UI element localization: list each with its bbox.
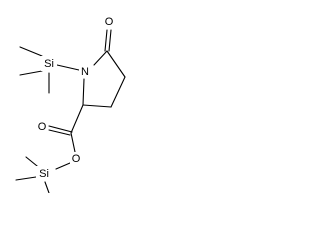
atom-bg-si-top: [41, 56, 57, 71]
bond-c3-to-c2: [82, 104, 112, 108]
atom-n-ring: N: [81, 66, 89, 78]
bond-carboxyl-to-ester-o: [70, 132, 76, 153]
atom-si-top: Si: [44, 58, 54, 70]
atom-o-ester: O: [72, 153, 81, 165]
atom-bg-si-bottom: [36, 166, 52, 181]
atom-bg-n: [79, 64, 91, 78]
atom-o-ketone: O: [105, 16, 114, 28]
atom-si-bottom: Si: [39, 168, 49, 180]
atom-bg-o-ketone: [103, 15, 115, 29]
bond-si-top-methyl-upper-left: [19, 46, 43, 57]
bond-c2-to-n: [82, 78, 85, 106]
bond-c5-to-c4: [106, 50, 126, 78]
bond-si-bottom-methyl-down: [44, 181, 50, 193]
bond-si-top-methyl-lower-left: [19, 70, 43, 76]
bond-c5-ketone-double-b: [108, 29, 112, 52]
molecule-structure: Si N O O O Si: [15, 15, 126, 193]
bond-ester-o-to-si: [55, 162, 71, 170]
bond-si-bottom-methyl-left: [15, 176, 37, 181]
bond-si-top-to-n: [56, 64, 80, 71]
bond-carboxyl-double-b: [48, 129, 71, 136]
bond-c5-ketone-double-a: [104, 29, 108, 52]
bond-carboxyl-double-a: [48, 125, 73, 133]
atom-o-carbonyl: O: [38, 121, 47, 133]
atom-bg-o-carbonyl: [36, 120, 48, 134]
bond-c2-to-carboxyl-c: [70, 104, 84, 134]
atom-bg-o-ester: [70, 152, 82, 166]
bond-c4-to-c3: [110, 76, 126, 108]
bond-n-to-c5: [93, 50, 108, 66]
